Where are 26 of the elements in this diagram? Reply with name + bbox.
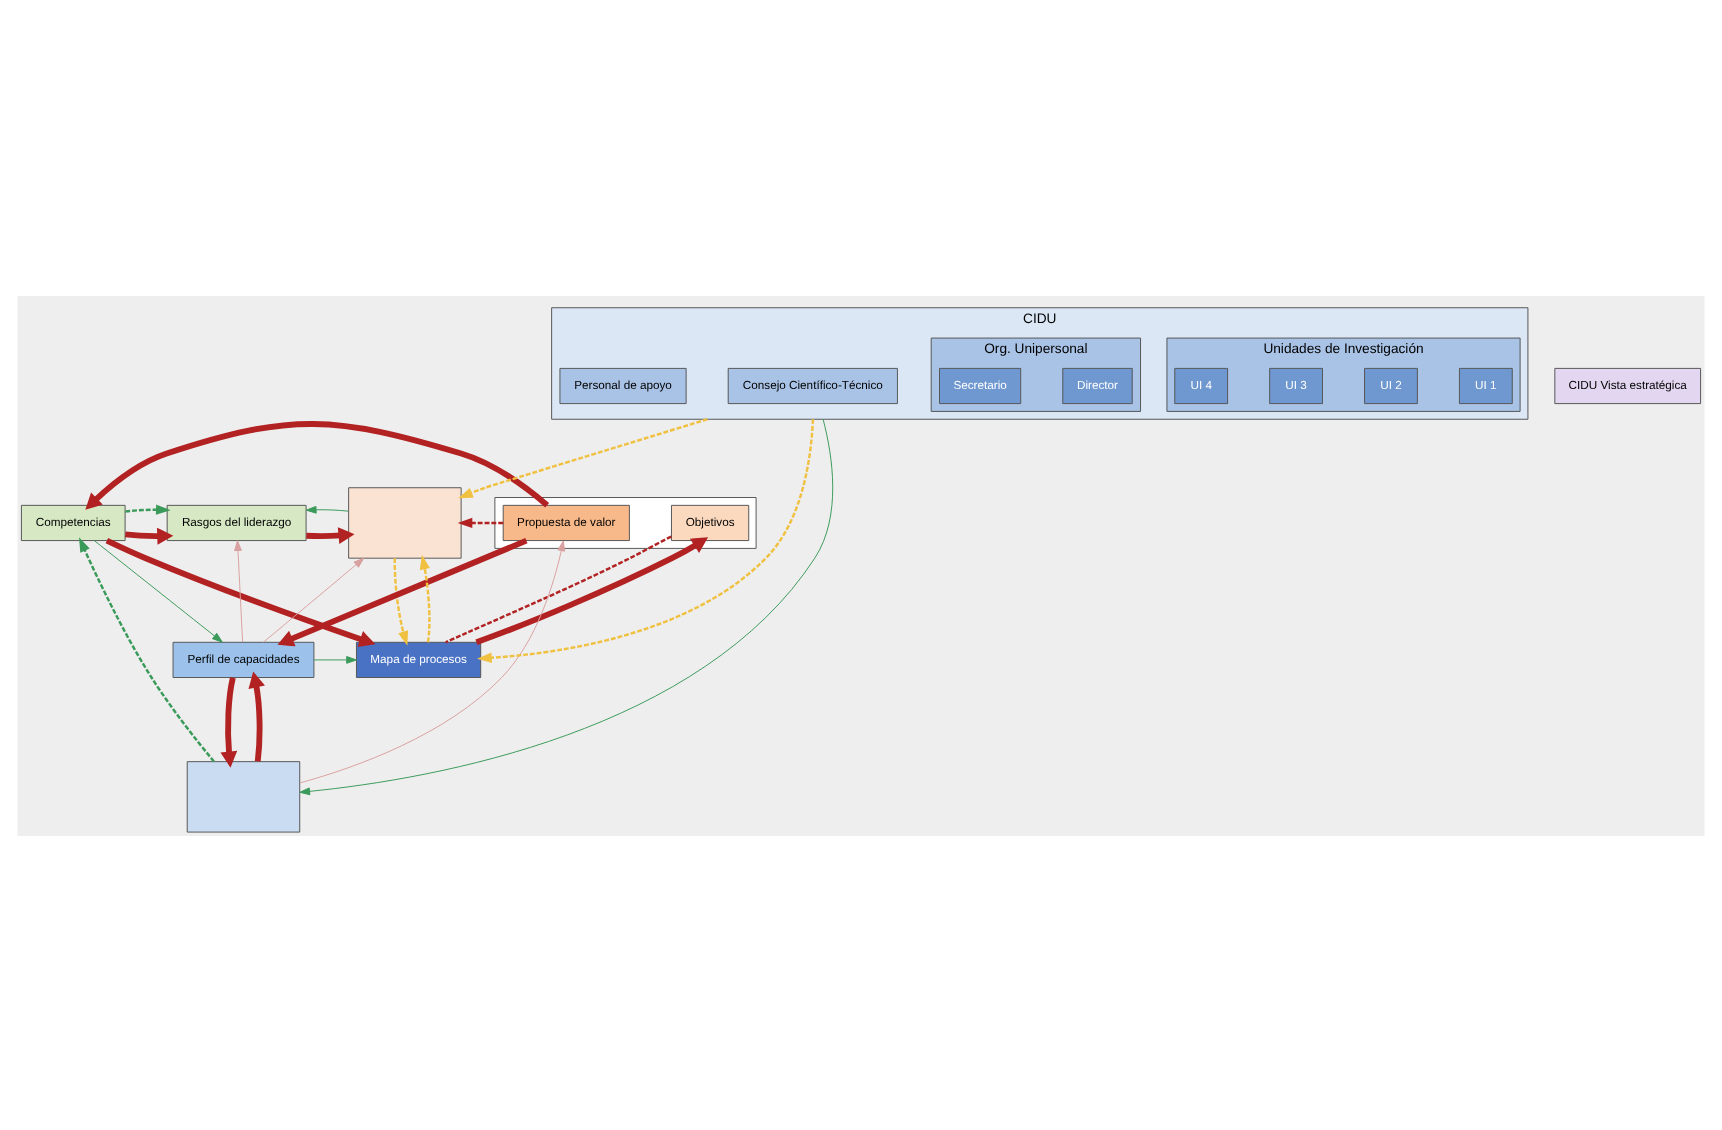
arrow: [419, 553, 431, 642]
node-box: [348, 486, 462, 558]
arrow: [457, 516, 504, 528]
arrow: [477, 418, 815, 662]
arrow: [313, 655, 357, 663]
arrow: [79, 536, 215, 762]
arrow: [458, 417, 708, 498]
arrow: [475, 536, 709, 645]
arrow: [220, 676, 238, 767]
arrow: [277, 536, 528, 646]
arrow: [234, 539, 244, 642]
arrow: [125, 503, 171, 514]
arrow: [248, 670, 265, 761]
cluster: [494, 496, 757, 548]
arrow: [306, 526, 355, 544]
arrow: [105, 536, 376, 647]
arrow: [94, 539, 223, 642]
arrow: [305, 504, 349, 513]
arrow: [124, 526, 174, 544]
arrow: [262, 556, 365, 642]
node-box: [186, 760, 301, 832]
arrow: [393, 557, 409, 645]
connector: [445, 534, 672, 643]
arrow: [85, 420, 550, 509]
arrow: [299, 539, 566, 783]
arrow: [299, 417, 834, 795]
